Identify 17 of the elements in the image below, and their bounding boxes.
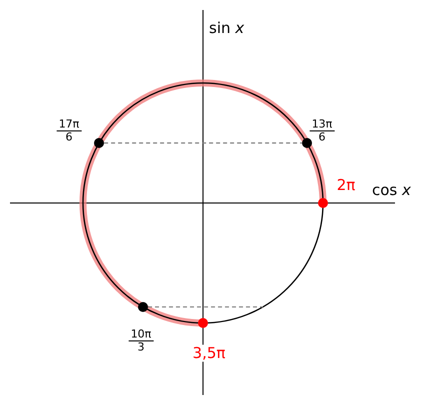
- point-marker: [198, 318, 208, 328]
- fraction-numerator: 17π: [56, 118, 82, 132]
- point-marker: [138, 302, 148, 312]
- fraction-numerator: 10π: [128, 328, 154, 342]
- fraction-denominator: 3: [136, 342, 146, 354]
- fraction-denominator: 6: [318, 132, 326, 144]
- axis-label: sin x: [209, 19, 244, 37]
- dashed-line: [148, 306, 263, 308]
- fraction-numerator: 13π: [310, 118, 334, 132]
- angle-label: 2π: [336, 176, 356, 194]
- point-marker: [302, 138, 312, 148]
- angle-label: 3,5π: [192, 344, 226, 362]
- point-marker: [94, 138, 104, 148]
- axis-label: cos x: [372, 181, 411, 199]
- dashed-line: [104, 142, 302, 144]
- point-marker: [318, 198, 328, 208]
- fraction-denominator: 6: [64, 132, 74, 144]
